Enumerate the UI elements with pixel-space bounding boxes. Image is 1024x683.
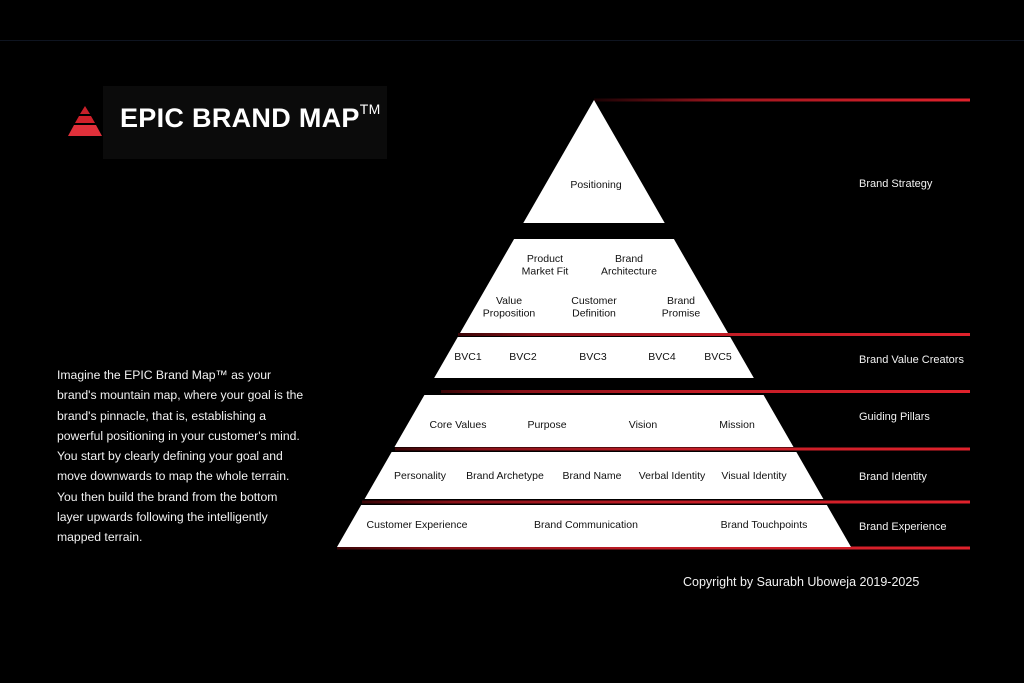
layer-label: Brand Identity xyxy=(859,471,927,483)
label-identity: Personality xyxy=(394,470,447,482)
label-identity: Brand Archetype xyxy=(466,470,544,482)
label-bvc: BVC1 xyxy=(454,351,482,363)
layer-label: Guiding Pillars xyxy=(859,411,930,423)
label-identity: Visual Identity xyxy=(721,470,787,482)
tier-value-creators xyxy=(434,337,754,378)
label-bvc: BVC2 xyxy=(509,351,537,363)
layer-label: Brand Experience xyxy=(859,521,946,533)
label-experience: Brand Communication xyxy=(534,519,638,531)
tier-apex xyxy=(523,100,665,223)
label-identity: Verbal Identity xyxy=(639,470,706,482)
divider-identity xyxy=(362,500,970,504)
label-experience: Brand Touchpoints xyxy=(721,519,808,531)
pyramid-tiers xyxy=(337,100,851,547)
tier-identity xyxy=(364,452,824,499)
logo-trademark: TM xyxy=(359,101,381,117)
pyramid-logo-icon xyxy=(68,106,102,136)
label-experience: Customer Experience xyxy=(367,519,468,531)
copyright-text: Copyright by Saurabh Uboweja 2019-2025 xyxy=(683,575,920,589)
divider-bvc-bottom xyxy=(441,390,970,393)
label-identity: Brand Name xyxy=(563,470,622,482)
layer-divider-lines xyxy=(337,98,970,550)
tier-experience xyxy=(337,505,851,547)
label-pillar: Mission xyxy=(719,419,755,431)
layer-label: Brand Strategy xyxy=(859,178,933,190)
logo-panel xyxy=(103,86,387,159)
tier-guiding-pillars xyxy=(394,395,794,447)
label-pillar: Vision xyxy=(629,419,658,431)
logo-wordmark: EPIC BRAND MAPTM xyxy=(120,101,381,134)
intro-paragraph: Imagine the EPIC Brand Map™ as your bran… xyxy=(57,368,304,545)
divider-top xyxy=(594,98,970,102)
divider-pillars xyxy=(395,447,970,451)
top-divider xyxy=(0,40,1024,41)
label-bvc: BVC5 xyxy=(704,351,732,363)
divider-bvc-top xyxy=(458,333,970,336)
layer-label: Brand Value Creators xyxy=(859,354,964,366)
label-bvc: BVC4 xyxy=(648,351,676,363)
tier-strategy xyxy=(460,239,728,333)
label-pillar: Purpose xyxy=(527,419,566,431)
label-positioning: Positioning xyxy=(570,179,622,191)
divider-bottom xyxy=(337,546,970,550)
logo-name: EPIC BRAND MAP xyxy=(120,103,360,133)
label-bvc: BVC3 xyxy=(579,351,607,363)
label-pillar: Core Values xyxy=(429,419,486,431)
